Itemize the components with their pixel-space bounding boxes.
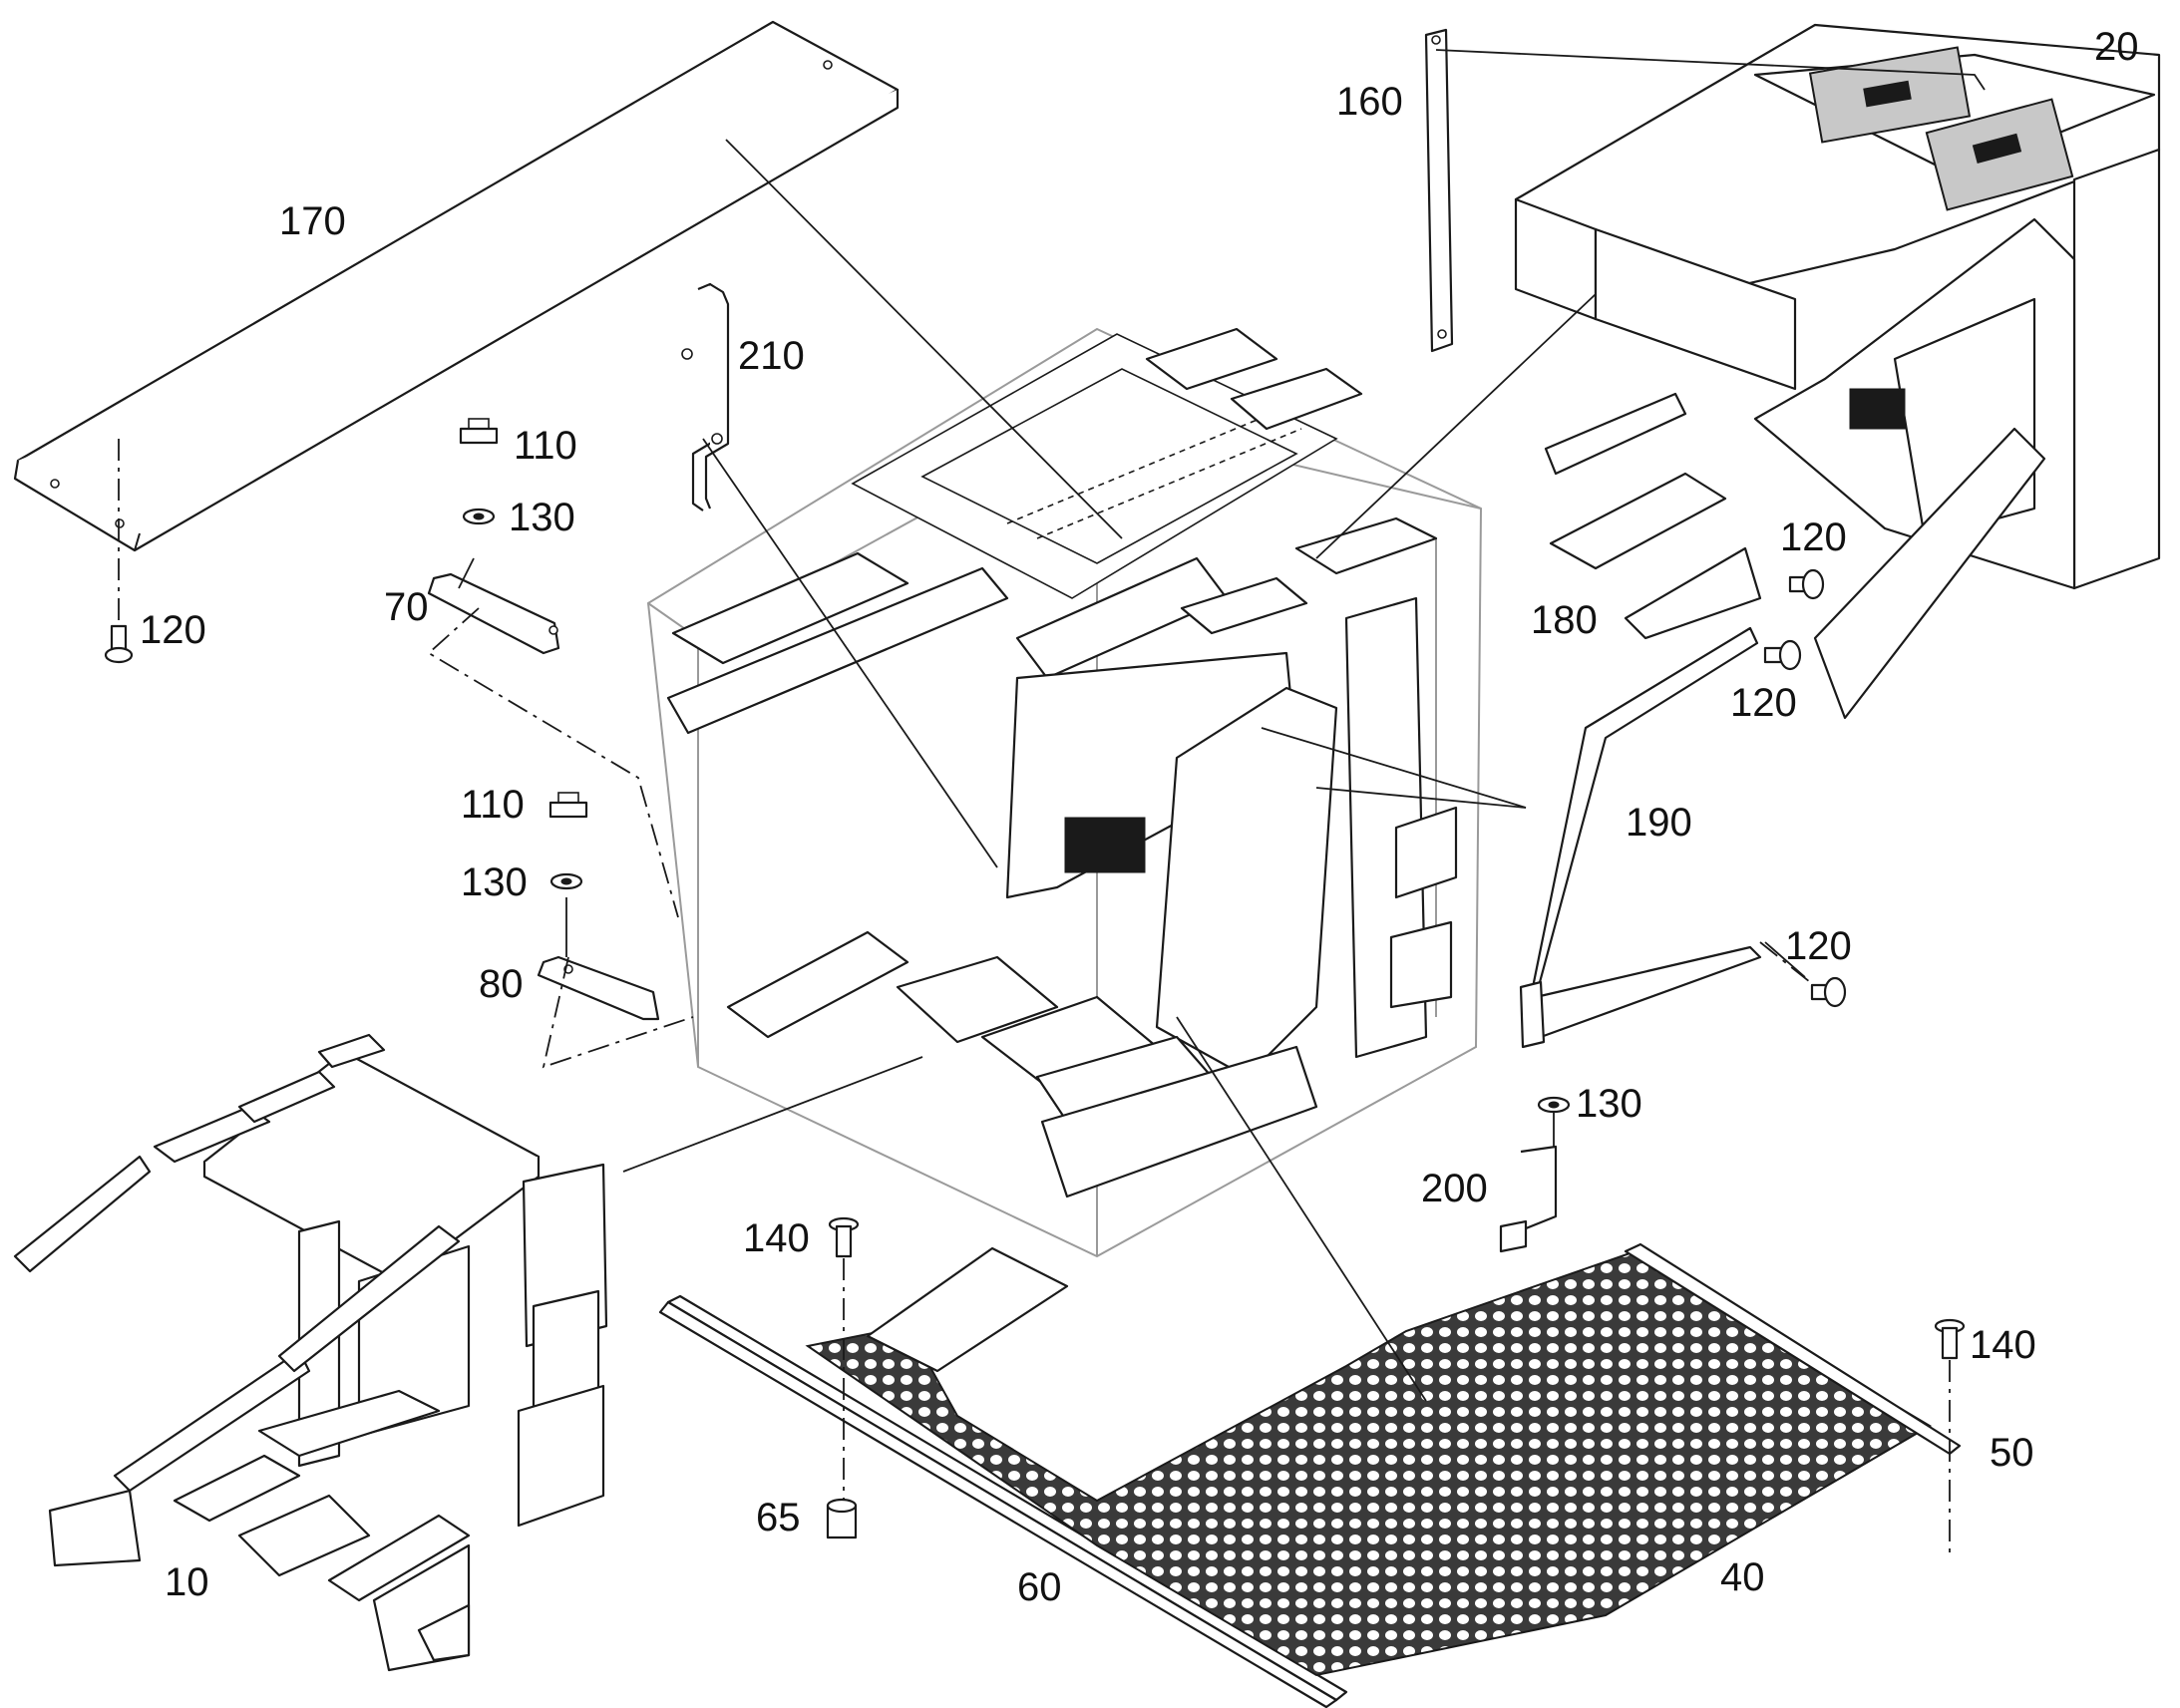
- callout-200: 200: [1421, 1167, 1488, 1210]
- callout-210: 210: [738, 334, 805, 378]
- callout-130: 130: [461, 860, 528, 904]
- callout-130: 130: [509, 496, 575, 539]
- insulation-kit-part: [13, 1033, 608, 1672]
- center-lines: [118, 439, 1951, 1555]
- callout-10: 10: [165, 1560, 209, 1604]
- callout-130: 130: [1576, 1082, 1642, 1126]
- bracket-part: [681, 282, 730, 512]
- floor-rail-part: [658, 1294, 1348, 1708]
- callout-40: 40: [1720, 1555, 1765, 1599]
- callout-70: 70: [384, 585, 429, 629]
- cab-frame-assembly: [646, 327, 1483, 1258]
- roof-console-assembly: [1514, 23, 2161, 720]
- callout-60: 60: [1017, 1565, 1062, 1609]
- leader-lines: [458, 49, 1986, 1402]
- callout-190: 190: [1626, 801, 1692, 845]
- callout-110: 110: [514, 424, 577, 468]
- screw-120-mid-right: [1763, 639, 1802, 671]
- screw-140-left: [828, 1216, 860, 1258]
- vertical-strap-part: [1424, 28, 1454, 353]
- callout-160: 160: [1336, 80, 1403, 124]
- fastener-bracket-part: [427, 418, 560, 655]
- screw-120-lower-right: [1810, 976, 1847, 1008]
- screw-120-upper-right: [1788, 568, 1825, 600]
- callout-170: 170: [279, 199, 346, 243]
- callout-120: 120: [1780, 515, 1847, 559]
- callout-50: 50: [1990, 1431, 2034, 1475]
- callout-140: 140: [1970, 1323, 2036, 1367]
- callout-labels: 170 210 110 130 70 120 160 20 120 180 12…: [140, 25, 2139, 1609]
- callout-80: 80: [479, 962, 524, 1006]
- callout-140: 140: [743, 1216, 810, 1260]
- callout-120: 120: [140, 608, 206, 652]
- screw-140-right: [1934, 1318, 1966, 1360]
- washer-130-lower: [1537, 1096, 1571, 1114]
- floor-mat-part: [805, 1246, 1932, 1677]
- callout-180: 180: [1531, 598, 1598, 642]
- callout-120: 120: [1785, 924, 1852, 968]
- floor-side-rail-50-part: [1624, 1242, 1962, 1456]
- callout-20: 20: [2094, 25, 2139, 69]
- side-frame-part: [1519, 626, 1762, 1049]
- callout-65: 65: [756, 1496, 801, 1539]
- screw-120-left: [104, 624, 134, 664]
- top-tray-part: [13, 20, 900, 552]
- angle-bracket-200-part: [1499, 1145, 1558, 1253]
- callout-120: 120: [1730, 681, 1797, 725]
- callout-110: 110: [461, 783, 525, 827]
- spacer-65-part: [826, 1498, 858, 1539]
- side-bracket-part: [1549, 472, 1762, 640]
- lower-fastener-bracket-part: [537, 792, 660, 1021]
